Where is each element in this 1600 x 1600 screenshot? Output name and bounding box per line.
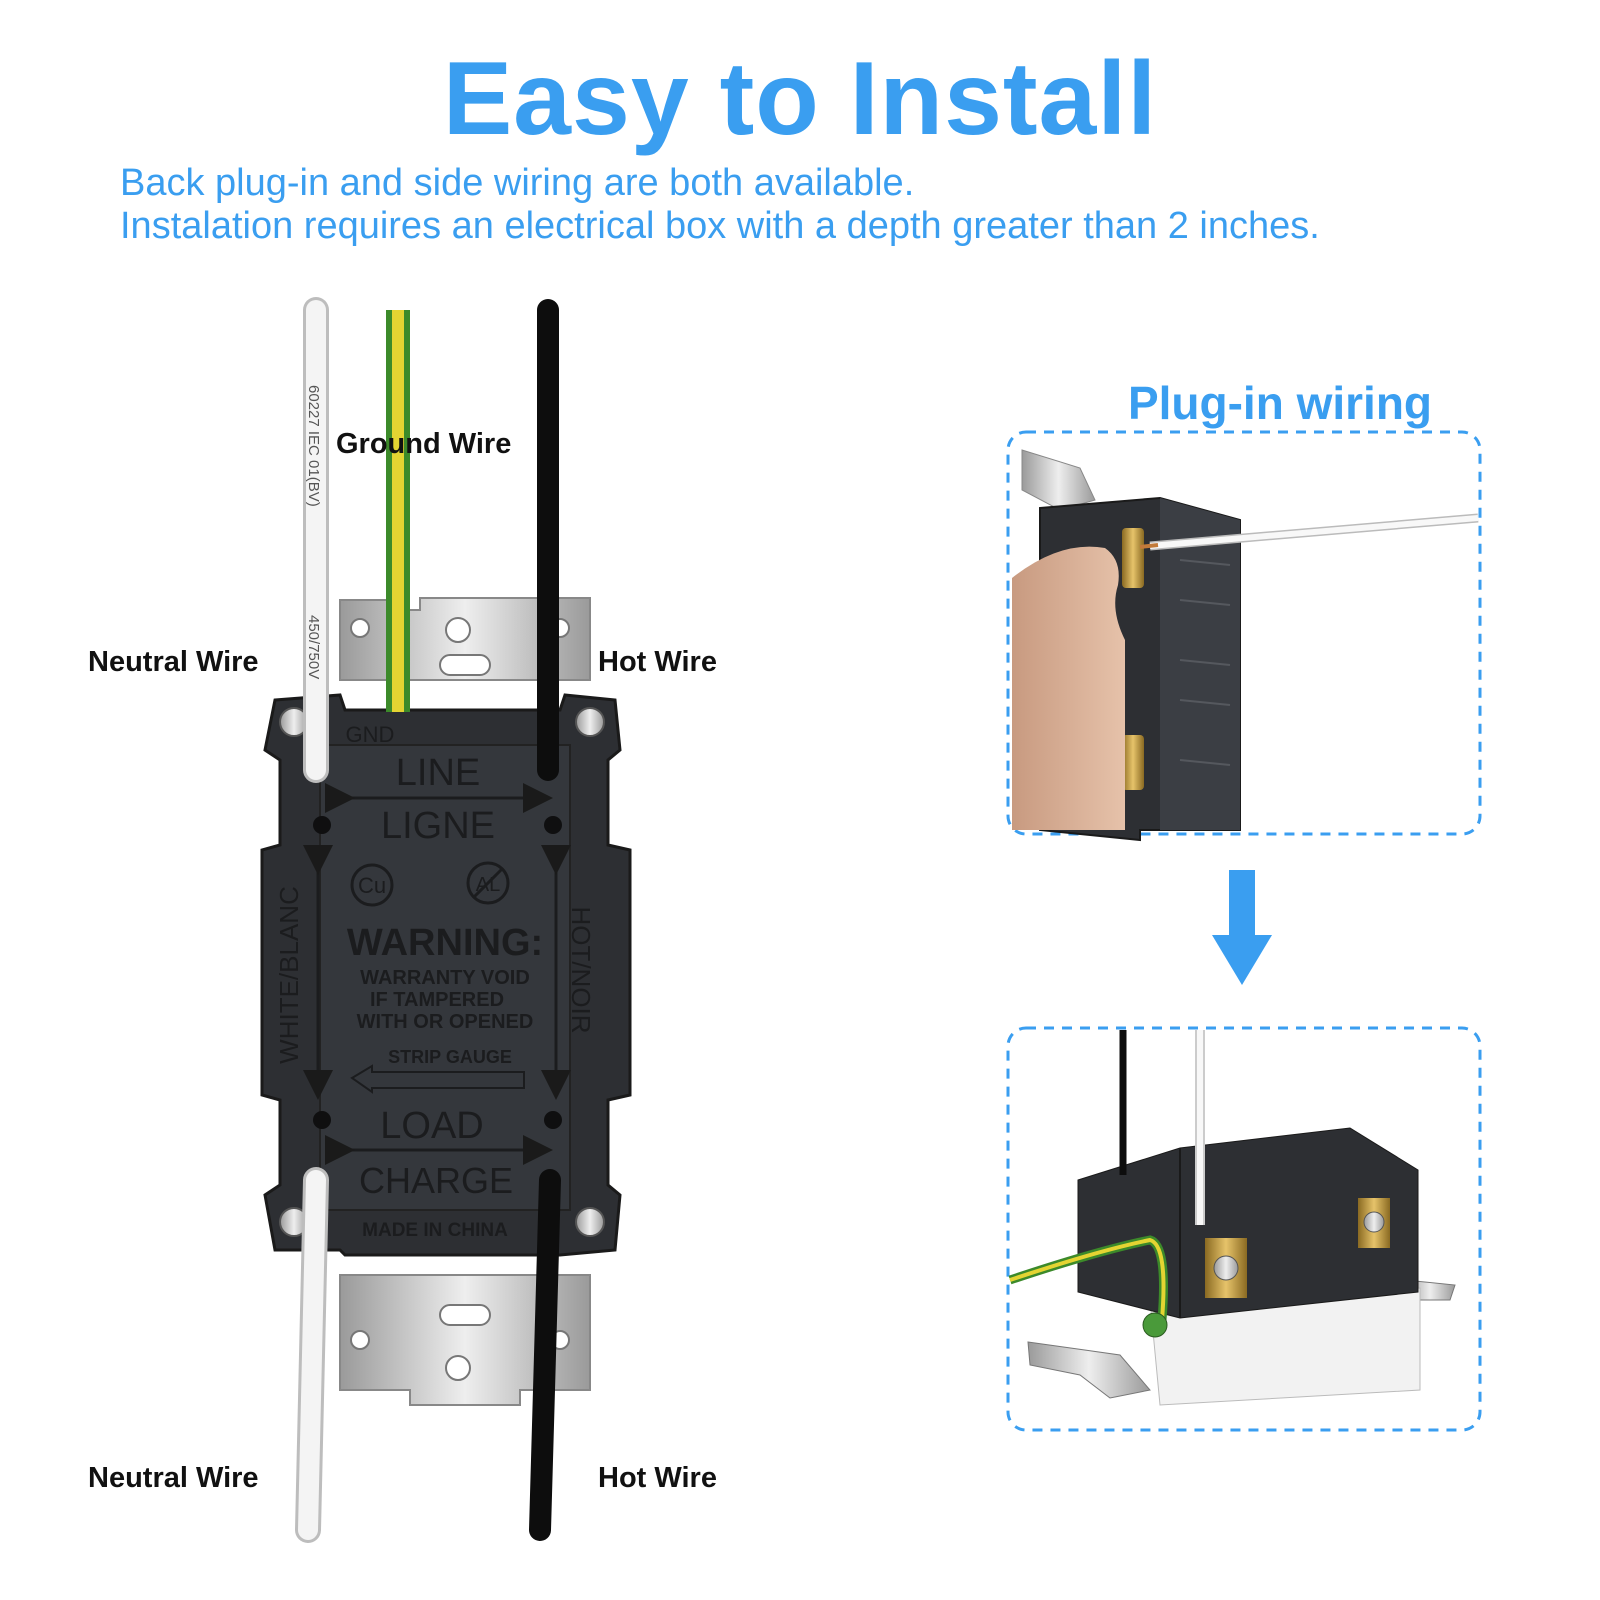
neutral-wire-print: 60227 IEC 01(BV)	[305, 385, 322, 507]
outlet-back-housing	[260, 693, 632, 1257]
neutral-wire-label-top: Neutral Wire	[88, 646, 259, 678]
down-arrow-icon	[1212, 870, 1272, 985]
neutral-wire-label-bottom: Neutral Wire	[88, 1462, 259, 1494]
ligne-text: LIGNE	[381, 805, 495, 847]
warning-text: WARNING:	[347, 922, 543, 964]
white-blanc-text: WHITE/BLANC	[274, 886, 304, 1064]
plug-in-photo	[1012, 449, 1479, 842]
corner-screws	[279, 707, 605, 1237]
ground-wire-label: Ground Wire	[336, 428, 512, 460]
neutral-wire-rating: 450/750V	[305, 615, 322, 679]
load-text: LOAD	[380, 1105, 483, 1147]
line-text: LINE	[396, 752, 480, 794]
plug-in-wiring-title: Plug-in wiring	[1127, 377, 1433, 429]
page-title: Easy to Install	[442, 41, 1158, 157]
svg-text:Cu: Cu	[358, 873, 386, 898]
gnd-text: GND	[346, 722, 395, 747]
charge-text: CHARGE	[359, 1160, 513, 1201]
warning-line-2: IF TAMPERED	[370, 989, 504, 1011]
subtitle-line-2: Instalation requires an electrical box w…	[120, 205, 1320, 247]
subtitle-line-1: Back plug-in and side wiring are both av…	[120, 162, 915, 204]
made-in-china-text: MADE IN CHINA	[362, 1220, 508, 1241]
bottom-mounting-strap	[339, 1274, 591, 1406]
cu-symbol: Cu	[350, 863, 394, 907]
hot-wire-label-top: Hot Wire	[598, 646, 717, 678]
al-no-symbol: AL	[466, 861, 510, 905]
result-photo	[1008, 1030, 1456, 1406]
strip-gauge-text: STRIP GAUGE	[388, 1047, 512, 1067]
warning-line-3: WITH OR OPENED	[357, 1011, 534, 1033]
warning-line-1: WARRANTY VOID	[360, 967, 530, 989]
hot-noir-text: HOT/NOIR	[566, 906, 596, 1033]
hot-wire-label-bottom: Hot Wire	[598, 1462, 717, 1494]
